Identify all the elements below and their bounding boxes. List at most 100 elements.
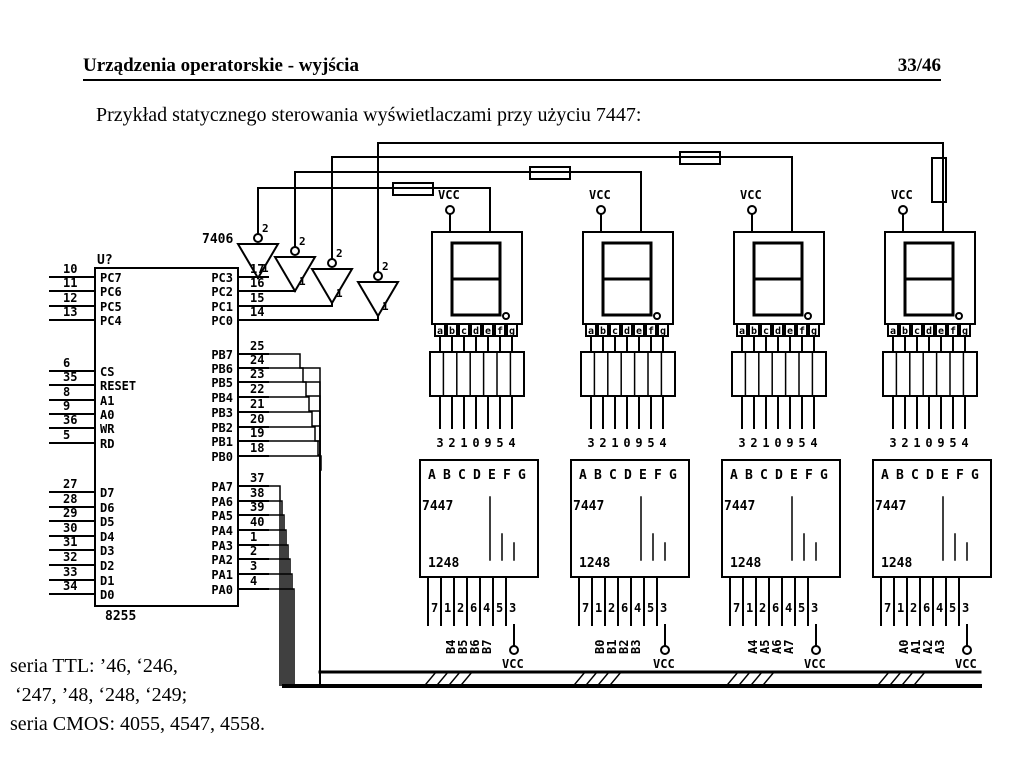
decoder-input-pin-number: 2: [608, 601, 615, 615]
decoder-part-label: 7447: [422, 499, 453, 514]
decoder-part-label: 7447: [724, 499, 755, 514]
display-segment-pin-label: b: [449, 326, 455, 337]
bus-signal-label: A6: [770, 640, 784, 654]
decoder-input-pin-number: 1: [897, 601, 904, 615]
resistor-pack: [429, 351, 525, 397]
decoder-input-pin-number: 2: [910, 601, 917, 615]
display-segment-pin-label: c: [461, 326, 467, 337]
note-line-ttl-cont: ‘247, ’48, ‘248, ‘249;: [10, 684, 188, 706]
resistor-pack: [580, 351, 676, 397]
decoder-output-pin-number: 0: [472, 436, 479, 450]
decoder-output-pin-number: 2: [750, 436, 757, 450]
decoder-output-pin-number: 1: [460, 436, 467, 450]
chip-right-pin-name: PA1: [211, 568, 233, 582]
chip-left-pin-name: PC5: [100, 300, 122, 314]
decoder-output-label: B: [594, 468, 602, 483]
decoder-input-pin-number: 4: [483, 601, 490, 615]
chip-right-pin-name: PA7: [211, 480, 233, 494]
chip-right-pin-name: PB3: [211, 406, 233, 420]
inverter-output-pin: 2: [336, 247, 343, 260]
decoder-part-label: 7447: [875, 499, 906, 514]
chip-right-pin-number: 22: [250, 382, 264, 396]
display-decimal-point: [955, 312, 963, 320]
common-cathode-wire: [294, 171, 642, 247]
bus-signal-label: A1: [909, 640, 923, 654]
vcc-terminal: [962, 645, 972, 655]
inverter-gate: [310, 268, 354, 305]
chip-left-pin-name: D4: [100, 530, 114, 544]
decoder-output-label: F: [503, 468, 511, 483]
display-digit: [903, 241, 955, 317]
vcc-label: VCC: [740, 188, 762, 202]
decoder-output-pin-number: 9: [937, 436, 944, 450]
inverter-part-label: 7406: [202, 232, 233, 247]
resistor: [931, 157, 947, 203]
chip-left-pin-number: 36: [63, 413, 77, 427]
display-segment-pin-label: d: [624, 326, 630, 337]
chip-right-pin-name: PB6: [211, 362, 233, 376]
bus-entry-line: [913, 670, 927, 686]
decoder-output-pin-number: 4: [659, 436, 666, 450]
chip-right-pin-name: PA4: [211, 524, 233, 538]
chip-right-pin-number: 2: [250, 544, 257, 558]
decoder-output-label: G: [971, 468, 979, 483]
bus-entry-line: [877, 670, 891, 686]
bus-entry-line: [460, 670, 474, 686]
slide-title: Urządzenia operatorskie - wyjścia: [83, 55, 359, 76]
vcc-label: VCC: [891, 188, 913, 202]
decoder-input-pin-number: 7: [733, 601, 740, 615]
decoder-input-pin-number: 1: [444, 601, 451, 615]
display-segment-pin-label: e: [938, 326, 944, 337]
decoder-input-pin-number: 3: [509, 601, 516, 615]
chip-right-pin-name: PA6: [211, 495, 233, 509]
decoder-output-pin-number: 9: [786, 436, 793, 450]
port-b-bus-wire: [268, 455, 322, 686]
vcc-label: VCC: [955, 657, 977, 671]
bus-signal-label: B2: [617, 640, 631, 654]
display-segment-pin-label: g: [962, 326, 968, 337]
display-segment-pin-label: f: [799, 326, 805, 337]
port-a-bus-wire: [268, 529, 287, 686]
chip-left-pin-name: CS: [100, 365, 114, 379]
vcc-label: VCC: [589, 188, 611, 202]
bus-signal-label: B0: [593, 640, 607, 654]
decoder-output-pin-number: 3: [889, 436, 896, 450]
chip-left-pin-name: D6: [100, 501, 114, 515]
bus-entry-line: [585, 670, 599, 686]
decoder-input-pin-number: 7: [884, 601, 891, 615]
display-segment-pin-label: a: [588, 326, 594, 337]
inverter-bubble: [327, 258, 337, 268]
chip-left-pin-number: 11: [63, 276, 77, 290]
chip-left-pin-name: PC7: [100, 271, 122, 285]
chip-right-pin-name: PB1: [211, 435, 233, 449]
decoder-input-pin-number: 5: [949, 601, 956, 615]
chip-right-pin-name: PB7: [211, 348, 233, 362]
decoder-output-label: C: [458, 468, 466, 483]
common-cathode-wire: [331, 156, 793, 259]
chip-left-pin-number: 10: [63, 262, 77, 276]
decoder-input-pin-number: 1: [746, 601, 753, 615]
chip-right-pin-number: 18: [250, 441, 264, 455]
chip-left-pin-number: 8: [63, 385, 70, 399]
chip-right-pin-number: 40: [250, 515, 264, 529]
bus-entry-line: [889, 670, 903, 686]
inverter-output-pin: 2: [382, 260, 389, 273]
decoder-output-label: A: [881, 468, 889, 483]
display-segment-pin-label: a: [890, 326, 896, 337]
bus-signal-label: A5: [758, 640, 772, 654]
bus-signal-label: A4: [746, 640, 760, 654]
display-decimal-point: [804, 312, 812, 320]
common-cathode-wire: [377, 142, 944, 272]
bus-entry-line: [750, 670, 764, 686]
display-segment-pin-label: f: [497, 326, 503, 337]
bus-signal-label: B7: [480, 640, 494, 654]
vcc-terminal: [445, 205, 455, 215]
decoder-output-pin-number: 5: [496, 436, 503, 450]
chip-right-pin-number: 19: [250, 426, 264, 440]
chip-left-pin-number: 9: [63, 399, 70, 413]
decoder-output-label: D: [473, 468, 481, 483]
inverter-output-pin: 2: [299, 235, 306, 248]
decoder-input-pin-number: 6: [923, 601, 930, 615]
decoder-output-label: E: [639, 468, 647, 483]
chip-left-pin-number: 34: [63, 579, 77, 593]
